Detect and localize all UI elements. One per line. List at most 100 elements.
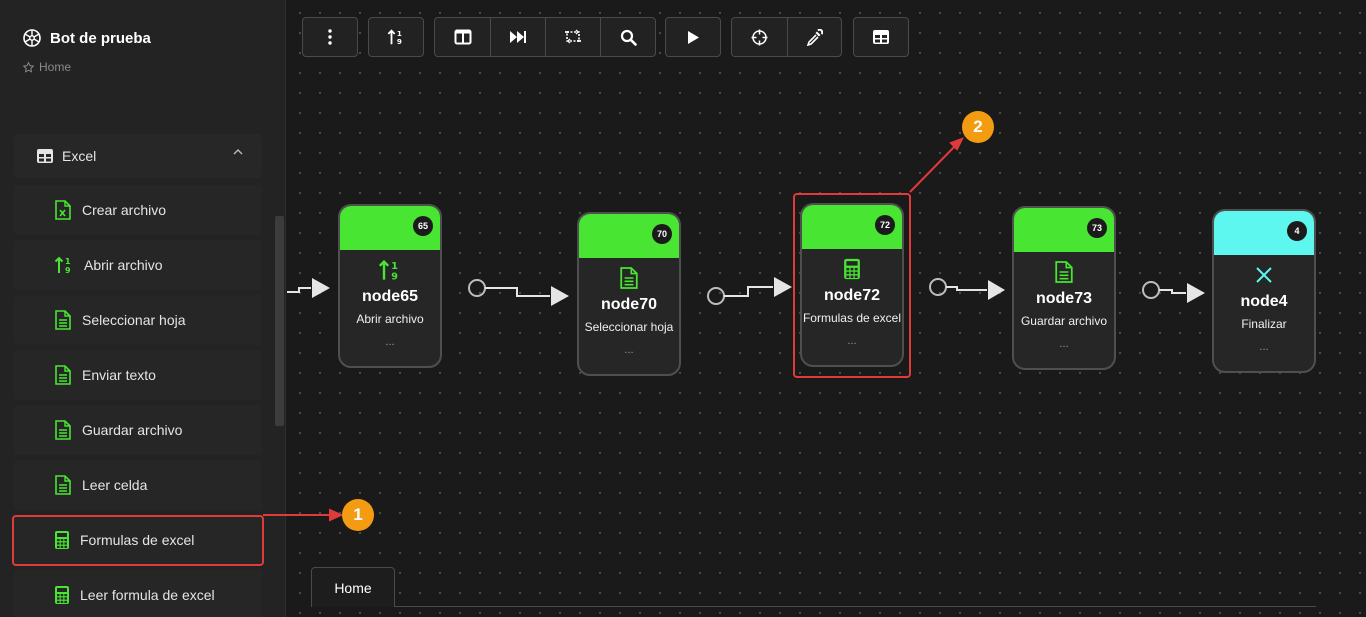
document-icon xyxy=(54,310,72,330)
node-name: node70 xyxy=(600,296,657,313)
node-more[interactable]: ... xyxy=(847,335,857,347)
document-icon xyxy=(1014,260,1114,286)
sidebar-item-seleccionar-hoja[interactable]: Seleccionar hoja xyxy=(14,295,262,345)
flow-node-70[interactable]: 70 node70 Seleccionar hoja ... xyxy=(577,212,681,376)
eyedropper-icon xyxy=(806,28,823,46)
layout-icon xyxy=(454,29,472,45)
sidebar-item-label: Formulas de excel xyxy=(80,532,195,548)
document-icon xyxy=(579,266,679,292)
tools-button-group xyxy=(731,17,842,57)
node-more[interactable]: ... xyxy=(1059,338,1069,350)
highlight-box-node72 xyxy=(793,193,911,378)
sidebar-group-excel[interactable]: Excel xyxy=(14,134,262,178)
flow-node-4[interactable]: 4 node4 Finalizar ... xyxy=(1212,209,1316,373)
sidebar-item-enviar-texto[interactable]: Enviar texto xyxy=(14,350,262,400)
svg-text:9: 9 xyxy=(397,37,402,46)
node-more[interactable]: ... xyxy=(1259,341,1269,353)
node-subtitle: Seleccionar hoja xyxy=(584,320,674,334)
flow-canvas[interactable] xyxy=(287,0,1366,617)
tab-bar-divider xyxy=(394,606,1316,607)
bot-title-text: Bot de prueba xyxy=(50,29,151,47)
sidebar-item-guardar-archivo[interactable]: Guardar archivo xyxy=(14,405,262,455)
sidebar-item-label: Abrir archivo xyxy=(84,257,163,273)
search-icon xyxy=(620,29,637,46)
excel-file-icon xyxy=(54,200,72,220)
transform-button[interactable] xyxy=(545,18,600,56)
sidebar-item-label: Seleccionar hoja xyxy=(82,312,186,328)
more-options-button[interactable] xyxy=(302,17,358,57)
svg-text:1: 1 xyxy=(391,261,398,272)
table-icon xyxy=(872,29,890,45)
svg-text:9: 9 xyxy=(65,266,71,275)
node-badge: 4 xyxy=(1287,221,1307,241)
node-name: node65 xyxy=(361,288,418,305)
calculator-icon xyxy=(54,585,70,605)
layout-button[interactable] xyxy=(435,18,490,56)
node-subtitle: Guardar archivo xyxy=(1020,314,1108,328)
calculator-icon xyxy=(802,257,902,283)
node-badge: 65 xyxy=(413,216,433,236)
callout-badge-2: 2 xyxy=(962,111,994,143)
node-more[interactable]: ... xyxy=(385,336,395,348)
flow-node-73[interactable]: 73 node73 Guardar archivo ... xyxy=(1012,206,1116,370)
more-vertical-icon xyxy=(328,29,332,45)
table-icon xyxy=(36,148,54,164)
svg-text:1: 1 xyxy=(397,29,402,38)
eyedropper-button[interactable] xyxy=(786,18,842,56)
sidebar-item-formulas-de-excel[interactable]: Formulas de excel xyxy=(14,515,262,565)
sidebar-item-label: Leer formula de excel xyxy=(80,587,215,603)
sidebar-item-label: Enviar texto xyxy=(82,367,156,383)
breadcrumb-home[interactable]: Home xyxy=(39,60,72,74)
sidebar-item-label: Crear archivo xyxy=(82,202,167,218)
view-button-group xyxy=(434,17,656,57)
skip-forward-icon xyxy=(509,30,527,44)
target-icon xyxy=(751,29,768,46)
node-subtitle: Formulas de excel xyxy=(802,311,902,325)
star-icon xyxy=(22,61,35,74)
sidebar-item-leer-formula-de-excel[interactable]: Leer formula de excel xyxy=(14,570,262,617)
sidebar-item-label: Leer celda xyxy=(82,477,148,493)
sidebar-item-leer-celda[interactable]: Leer celda xyxy=(14,460,262,510)
search-button[interactable] xyxy=(600,18,655,56)
bot-icon xyxy=(22,28,42,48)
chevron-up-icon[interactable] xyxy=(232,146,244,158)
node-name: node73 xyxy=(1035,290,1092,307)
close-icon xyxy=(1214,263,1314,289)
sidebar-group-label: Excel xyxy=(62,148,97,164)
node-name: node72 xyxy=(823,287,880,304)
sidebar-scrollbar[interactable] xyxy=(275,216,284,426)
document-icon xyxy=(54,420,72,440)
calculator-icon xyxy=(54,530,70,550)
node-badge: 73 xyxy=(1087,218,1107,238)
flow-node-72[interactable]: 72 node72 Formulas de excel ... xyxy=(800,203,904,367)
transform-icon xyxy=(564,29,582,45)
sidebar-item-label: Guardar archivo xyxy=(82,422,183,438)
node-subtitle: Finalizar xyxy=(1241,317,1287,331)
bot-title: Bot de prueba xyxy=(22,28,151,48)
highlight-box-sidebar xyxy=(12,515,264,566)
node-more[interactable]: ... xyxy=(624,344,634,356)
node-badge: 70 xyxy=(652,224,672,244)
sidebar: Bot de prueba Home Excel Crear archivo 1… xyxy=(0,0,286,617)
target-button[interactable] xyxy=(732,18,787,56)
breadcrumb[interactable]: Home xyxy=(22,60,71,74)
document-icon xyxy=(54,475,72,495)
svg-text:9: 9 xyxy=(391,272,398,282)
play-icon xyxy=(687,30,700,45)
play-button[interactable] xyxy=(665,17,721,57)
svg-text:1: 1 xyxy=(65,257,71,266)
skip-forward-button[interactable] xyxy=(490,18,545,56)
tab-home[interactable]: Home xyxy=(311,567,395,607)
document-icon xyxy=(54,365,72,385)
callout-badge-1: 1 xyxy=(342,499,374,531)
sidebar-item-crear-archivo[interactable]: Crear archivo xyxy=(14,185,262,235)
table-view-button[interactable] xyxy=(853,17,909,57)
node-badge: 72 xyxy=(875,215,895,235)
node-subtitle: Abrir archivo xyxy=(356,312,424,326)
